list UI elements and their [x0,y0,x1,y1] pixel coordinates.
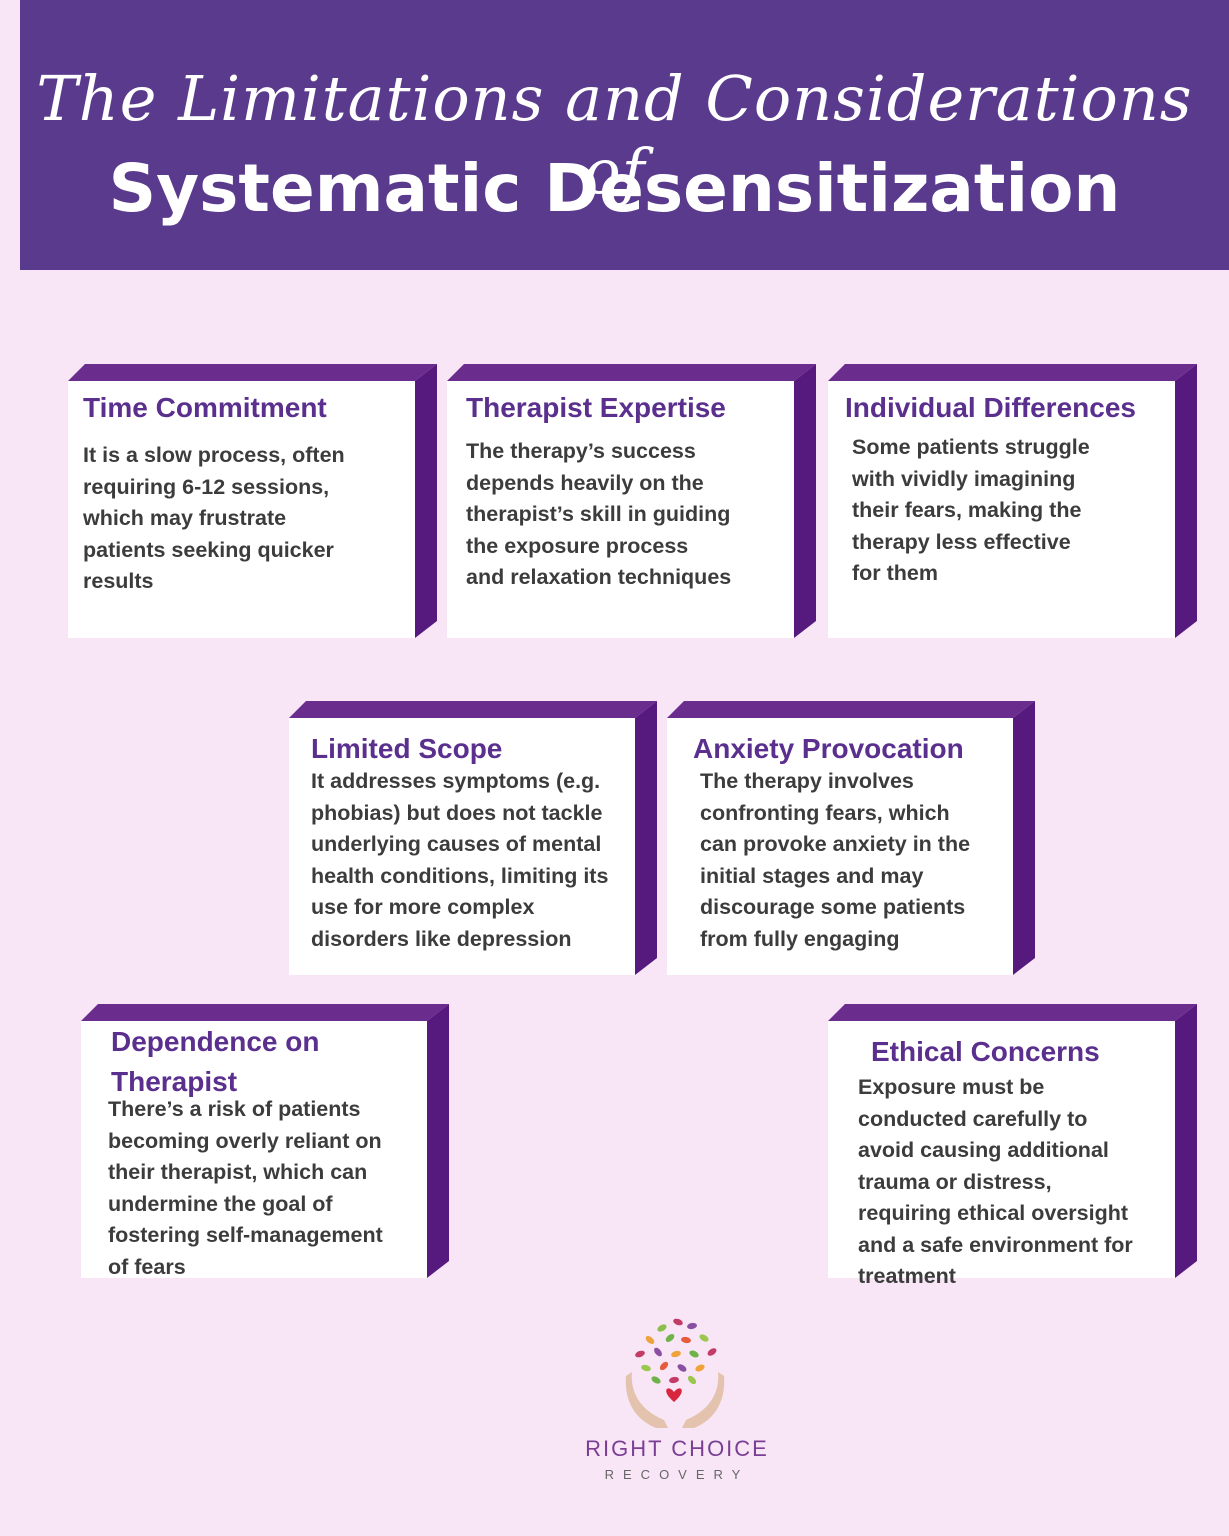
card-limited-scope: Limited Scope It addresses symptoms (e.g… [289,701,657,975]
card-individual-differences: Individual Differences Some patients str… [828,364,1197,638]
card-body: It is a slow process, often requiring 6-… [83,443,345,593]
card-title: Therapist Expertise [466,392,726,423]
card-body: It addresses symptoms (e.g. phobias) but… [311,769,609,951]
card-body: There’s a risk of patients becoming over… [108,1097,383,1279]
card-title: Limited Scope [311,733,503,764]
card-body: The therapy’s success depends heavily on… [466,439,732,589]
card-title: Time Commitment [83,392,327,423]
page-title-script: The Limitations and Considerations of [36,62,1193,208]
brand-subtitle: RECOVERY [604,1467,750,1482]
card-body: Exposure must be conducted carefully to … [858,1075,1133,1288]
brand-logo-icon [625,1318,725,1428]
card-title: Ethical Concerns [871,1036,1100,1067]
page-title: Systematic Desensitization [108,150,1121,227]
brand-name: RIGHT CHOICE [585,1436,769,1461]
card-time-commitment: Time Commitment It is a slow process, of… [68,364,437,638]
card-title: Anxiety Provocation [693,733,964,764]
card-body: Some patients struggle with vividly imag… [852,435,1090,585]
header-banner [20,0,1229,270]
card-dependence-on-therapist: Dependence on Therapist There’s a risk o… [81,1004,449,1279]
card-therapist-expertise: Therapist Expertise The therapy’s succes… [447,364,816,638]
card-title: Individual Differences [845,392,1136,423]
card-body: The therapy involves confronting fears, … [700,769,971,951]
card-ethical-concerns: Ethical Concerns Exposure must be conduc… [828,1004,1197,1288]
card-title: Dependence on Therapist [111,1026,320,1097]
card-anxiety-provocation: Anxiety Provocation The therapy involves… [667,701,1035,975]
